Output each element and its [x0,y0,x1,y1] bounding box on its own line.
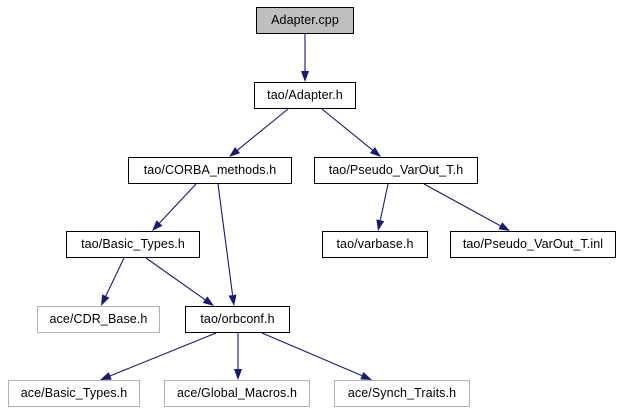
arrowhead-icon [376,219,385,231]
node-label: tao/CORBA_methods.h [143,163,277,178]
arrowhead-icon [369,146,381,157]
node-label: ace/Synch_Traits.h [347,386,457,401]
node-label: tao/varbase.h [336,237,414,252]
edge-tao_corba_methods_h-to-tao_basic_types_h [152,183,197,231]
node-tao_orbconf_h[interactable]: tao/orbconf.h [185,306,290,333]
edge-tao_orbconf_h-to-ace_global_macros_h [234,333,242,380]
node-tao_pseudo_varout_h[interactable]: tao/Pseudo_VarOut_T.h [314,157,478,184]
arrowhead-icon [101,294,110,306]
node-label: Adapter.cpp [271,13,339,28]
node-ace_global_macros_h[interactable]: ace/Global_Macros.h [164,380,310,407]
node-label: tao/Pseudo_VarOut_T.inl [462,237,604,252]
node-ace_cdr_base_h[interactable]: ace/CDR_Base.h [37,306,160,333]
node-label: tao/Basic_Types.h [81,237,185,252]
arrowhead-icon [360,371,372,380]
node-label: tao/Adapter.h [267,88,343,103]
edge-tao_corba_methods_h-to-tao_orbconf_h [217,183,237,306]
node-label: tao/Pseudo_VarOut_T.h [328,163,464,178]
arrowhead-icon [100,372,112,380]
edge-adapter_cpp-to-tao_adapter_h [301,34,309,82]
node-label: tao/orbconf.h [200,312,275,327]
edge-tao_pseudo_varout_h-to-tao_varbase_h [376,183,389,231]
node-tao_corba_methods_h[interactable]: tao/CORBA_methods.h [128,157,292,184]
arrowhead-icon [301,71,309,82]
node-ace_synch_traits_h[interactable]: ace/Synch_Traits.h [334,380,470,407]
arrowhead-icon [152,220,163,231]
arrowhead-icon [228,294,237,306]
node-ace_basic_types_h[interactable]: ace/Basic_Types.h [8,380,140,407]
node-tao_varbase_h[interactable]: tao/varbase.h [322,231,428,258]
edge-tao_adapter_h-to-tao_corba_methods_h [229,108,289,157]
node-label: ace/CDR_Base.h [49,312,148,327]
edge-tao_orbconf_h-to-ace_synch_traits_h [261,332,372,380]
node-label: ace/Basic_Types.h [20,386,128,401]
edge-tao_pseudo_varout_h-to-tao_pseudo_varout_inl [423,183,510,231]
edge-tao_basic_types_h-to-tao_orbconf_h [145,257,214,306]
arrowhead-icon [202,296,214,306]
edge-tao_orbconf_h-to-ace_basic_types_h [100,332,217,380]
node-adapter_cpp[interactable]: Adapter.cpp [256,7,354,34]
node-label: ace/Global_Macros.h [176,386,297,401]
node-tao_adapter_h[interactable]: tao/Adapter.h [254,82,356,109]
edge-tao_adapter_h-to-tao_pseudo_varout_h [321,108,381,157]
arrowhead-icon [229,146,241,157]
arrowhead-icon [234,369,242,380]
node-tao_pseudo_varout_inl[interactable]: tao/Pseudo_VarOut_T.inl [450,231,616,258]
arrowhead-icon [498,222,510,231]
edge-tao_basic_types_h-to-ace_cdr_base_h [101,257,125,306]
node-tao_basic_types_h[interactable]: tao/Basic_Types.h [66,231,200,258]
